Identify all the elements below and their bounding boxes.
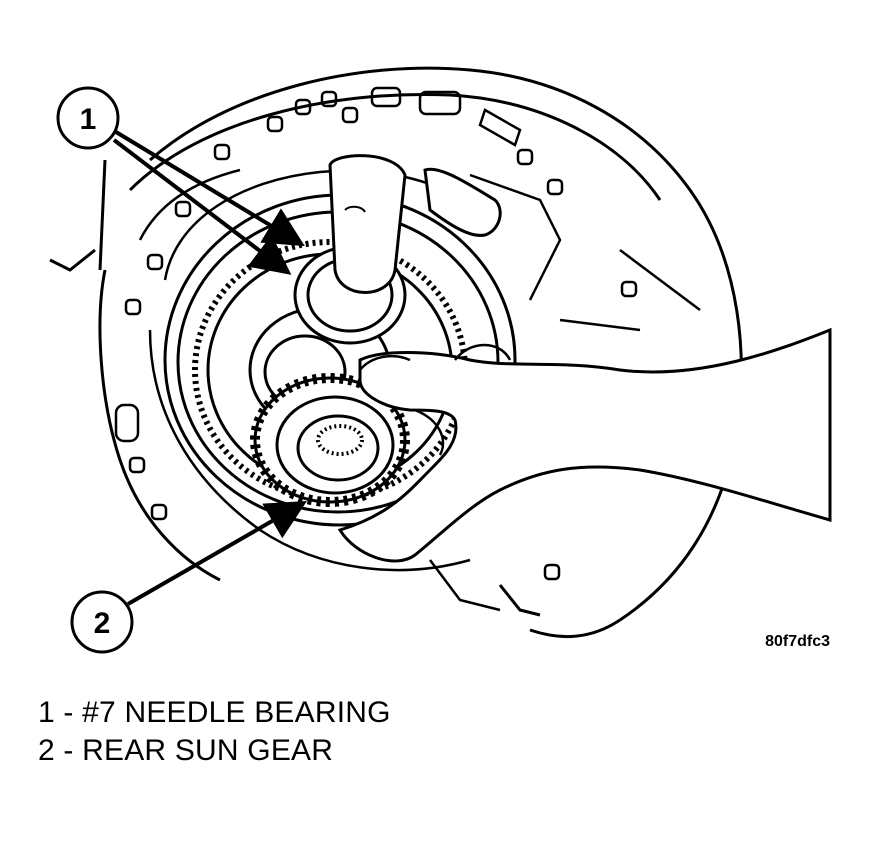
legend: 1 - #7 NEEDLE BEARING 2 - REAR SUN GEAR — [38, 694, 391, 770]
finger-holding-bearing — [328, 154, 502, 294]
callout-2: 2 — [70, 501, 307, 654]
hand-holding-gear — [337, 327, 832, 563]
rear-sun-gear — [250, 373, 410, 507]
callout-2-leader-to-sun-gear — [127, 501, 307, 606]
callout-1-number: 1 — [80, 103, 97, 136]
housing-bolt-holes — [114, 86, 638, 581]
transmission-housing — [49, 66, 743, 639]
legend-item-2: 2 - REAR SUN GEAR — [38, 734, 334, 767]
figure-id: 80f7dfc3 — [765, 633, 830, 650]
legend-item-1: 1 - #7 NEEDLE BEARING — [38, 696, 391, 729]
callout-1-leader-to-bearing-race — [112, 138, 292, 275]
callout-1-leader-to-bearing — [114, 130, 305, 247]
callout-1: 1 — [56, 86, 305, 275]
callout-2-number: 2 — [94, 607, 111, 640]
